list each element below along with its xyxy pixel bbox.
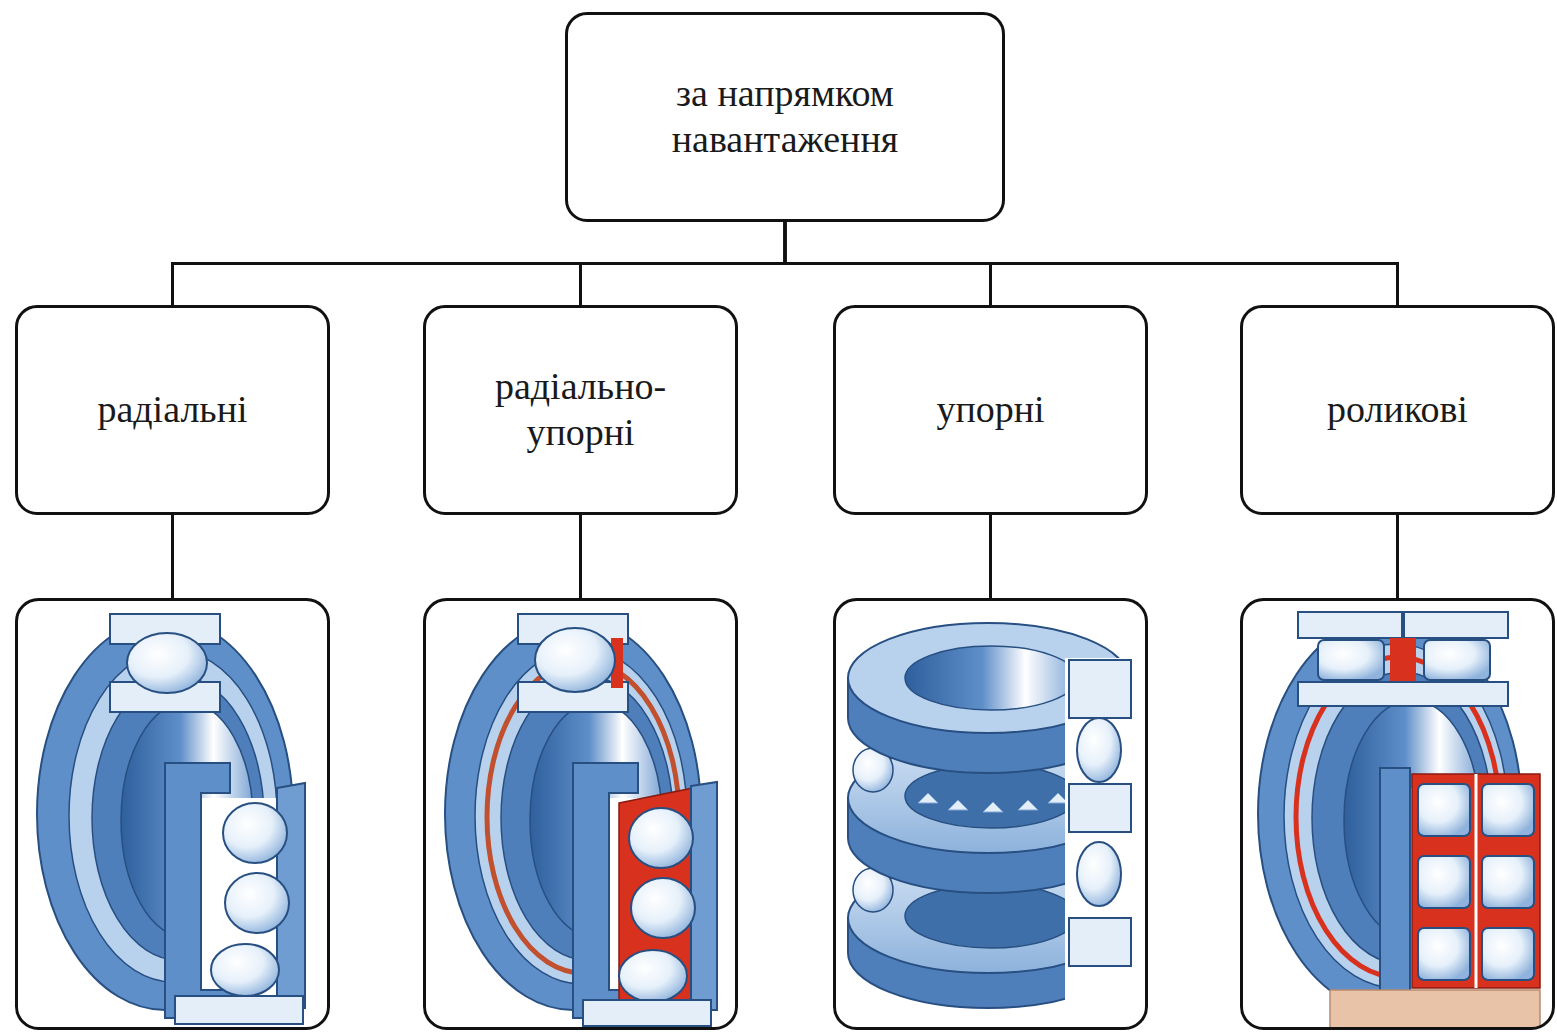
picture-leader xyxy=(173,515,1398,598)
roller-bearing-picture xyxy=(1475,774,1478,988)
thrust-bearing-picture xyxy=(835,600,1147,1029)
roller-bearing-picture xyxy=(1412,774,1540,988)
category-box: за напрямком навантаження xyxy=(565,12,1005,222)
box-label: упорні xyxy=(936,387,1044,433)
thrust-bearing-picture xyxy=(848,623,1139,1008)
picture-leader xyxy=(579,515,582,598)
thrust-bearing-picture xyxy=(1018,800,1038,810)
radial-bearing-picture xyxy=(211,944,279,996)
picture-leader xyxy=(1396,515,1399,598)
radial-bearing-picture xyxy=(17,600,329,1029)
type-box: радіально- упорні xyxy=(423,305,738,515)
roller-bearing-picture xyxy=(1330,990,1540,1028)
radial-bearing-picture xyxy=(175,996,303,1024)
roller-bearing-picture xyxy=(1318,640,1384,680)
picture-leader xyxy=(171,515,174,598)
thrust-bearing-picture xyxy=(835,600,1147,1029)
radial-bearing-picture xyxy=(37,614,321,1028)
roller-bearing-picture xyxy=(1298,612,1402,638)
roller-bearing-picture xyxy=(1418,784,1470,836)
roller-bearing-picture xyxy=(1380,768,1410,1028)
type-box: упорні xyxy=(833,305,1148,515)
radial-bearing-picture xyxy=(17,600,329,1029)
roller-bearing-picture xyxy=(1258,612,1546,1028)
angular-bearing-picture xyxy=(425,600,737,1029)
thrust-bearing-picture xyxy=(918,793,1068,812)
roller-bearing-picture xyxy=(1418,928,1470,980)
radial-bearing-picture xyxy=(223,803,287,863)
tree-connector xyxy=(173,222,786,305)
thrust-bearing-picture xyxy=(1065,658,1139,1008)
roller-bearing-picture xyxy=(1242,600,1554,1029)
thrust-bearing-picture xyxy=(1069,918,1131,966)
roller-bearing-picture xyxy=(1418,856,1470,908)
box-label: роликові xyxy=(1327,387,1468,433)
thrust-bearing-picture xyxy=(1069,660,1131,718)
angular-bearing-picture xyxy=(631,878,695,938)
roller-bearing-picture xyxy=(1242,600,1554,1029)
thrust-bearing-picture xyxy=(983,802,1003,812)
thrust-bearing-picture xyxy=(1077,718,1121,782)
type-box: роликові xyxy=(1240,305,1555,515)
angular-bearing-picture xyxy=(583,1000,711,1026)
angular-bearing-picture xyxy=(629,808,693,868)
roller-bearing-picture xyxy=(1298,682,1508,706)
box-label: радіально- упорні xyxy=(462,364,699,455)
thrust-bearing-picture xyxy=(1077,842,1121,906)
roller-bearing-picture xyxy=(1482,856,1534,908)
thrust-bearing-picture xyxy=(948,800,968,810)
roller-bearing-picture xyxy=(1482,928,1534,980)
type-box: радіальні xyxy=(15,305,330,515)
roller-bearing-picture xyxy=(1390,638,1416,682)
angular-bearing-picture xyxy=(691,782,717,1010)
angular-bearing-picture xyxy=(425,600,737,1029)
thrust-bearing-picture xyxy=(905,646,1077,710)
angular-bearing-picture xyxy=(535,628,615,692)
roller-bearing-picture xyxy=(1404,612,1508,638)
angular-bearing-picture xyxy=(445,614,729,1028)
tree-connector xyxy=(785,222,1398,305)
radial-bearing-picture xyxy=(225,873,289,933)
thrust-bearing-picture xyxy=(1069,784,1131,832)
angular-bearing-picture xyxy=(619,950,687,1002)
box-label: за напрямком навантаження xyxy=(618,71,952,162)
picture-leader xyxy=(989,515,992,598)
radial-bearing-picture xyxy=(127,633,207,693)
tree-connector xyxy=(581,222,786,305)
roller-bearing-picture xyxy=(1424,640,1490,680)
box-label: радіальні xyxy=(97,387,247,433)
thrust-bearing-picture xyxy=(918,793,938,803)
roller-bearing-picture xyxy=(1482,784,1534,836)
